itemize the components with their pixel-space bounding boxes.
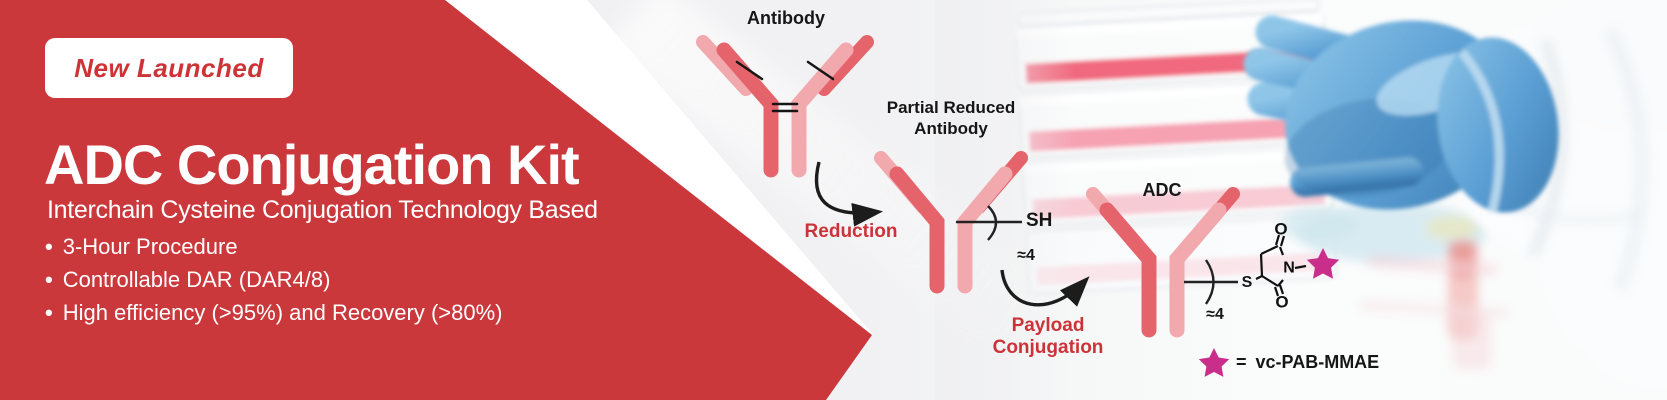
badge-label: New Launched [74, 52, 264, 83]
linker-callout [1184, 259, 1238, 305]
reduction-step-label: Reduction [804, 221, 898, 242]
bullet-icon: • [45, 267, 53, 292]
list-item-label: 3-Hour Procedure [62, 234, 238, 259]
reduction-arrow [814, 161, 884, 227]
red-panel [0, 0, 872, 400]
payload-legend: = vc-PAB-MMAE [1236, 352, 1379, 373]
antibody-intact-graphic [696, 35, 874, 178]
sample-tubes [1359, 240, 1510, 370]
adc-label: ADC [1142, 180, 1182, 200]
oxygen-bottom-label: O [1275, 293, 1288, 312]
list-item: • 3-Hour Procedure [45, 234, 503, 267]
bench-tints [1280, 203, 1487, 263]
oxygen-top-label: O [1274, 220, 1287, 239]
dar-approx4-adc: ≈4 [1206, 306, 1224, 323]
white-diagonal-band [445, 0, 874, 336]
succinimide-ring [1255, 234, 1307, 297]
list-item: • High efficiency (>95%) and Recovery (>… [45, 300, 503, 333]
nitrogen-label: N [1283, 260, 1295, 277]
partial-reduced-antibody-label: Partial Reduced Antibody [886, 98, 1016, 138]
legend-equals: = [1236, 352, 1247, 372]
list-item-label: High efficiency (>95%) and Recovery (>80… [62, 300, 503, 325]
new-launched-badge: New Launched [45, 38, 293, 98]
dar-approx4-partial: ≈4 [1017, 247, 1035, 264]
bullet-icon: • [45, 234, 53, 259]
subtitle: Interchain Cysteine Conjugation Technolo… [47, 196, 598, 224]
page-title: ADC Conjugation Kit [44, 133, 580, 196]
gloved-hand [1243, 15, 1559, 214]
bullet-icon: • [45, 300, 53, 325]
payload-conjugation-arrow [1000, 269, 1090, 307]
sulfur-label: S [1241, 274, 1253, 291]
legend-star-icon [1198, 348, 1230, 377]
list-item: • Controllable DAR (DAR4/8) [45, 267, 503, 300]
thiol-sh-label: SH [1026, 210, 1053, 231]
feature-list: • 3-Hour Procedure • Controllable DAR (D… [45, 234, 503, 333]
payload-star-icon [1306, 248, 1340, 279]
antibody-label: Antibody [747, 8, 825, 28]
thiol-callout [956, 205, 1022, 241]
antibody-adc-graphic [1086, 187, 1240, 338]
legend-payload-name: vc-PAB-MMAE [1255, 352, 1380, 372]
payload-conjugation-step-label: Payload Conjugation [992, 315, 1104, 358]
list-item-label: Controllable DAR (DAR4/8) [62, 267, 331, 292]
